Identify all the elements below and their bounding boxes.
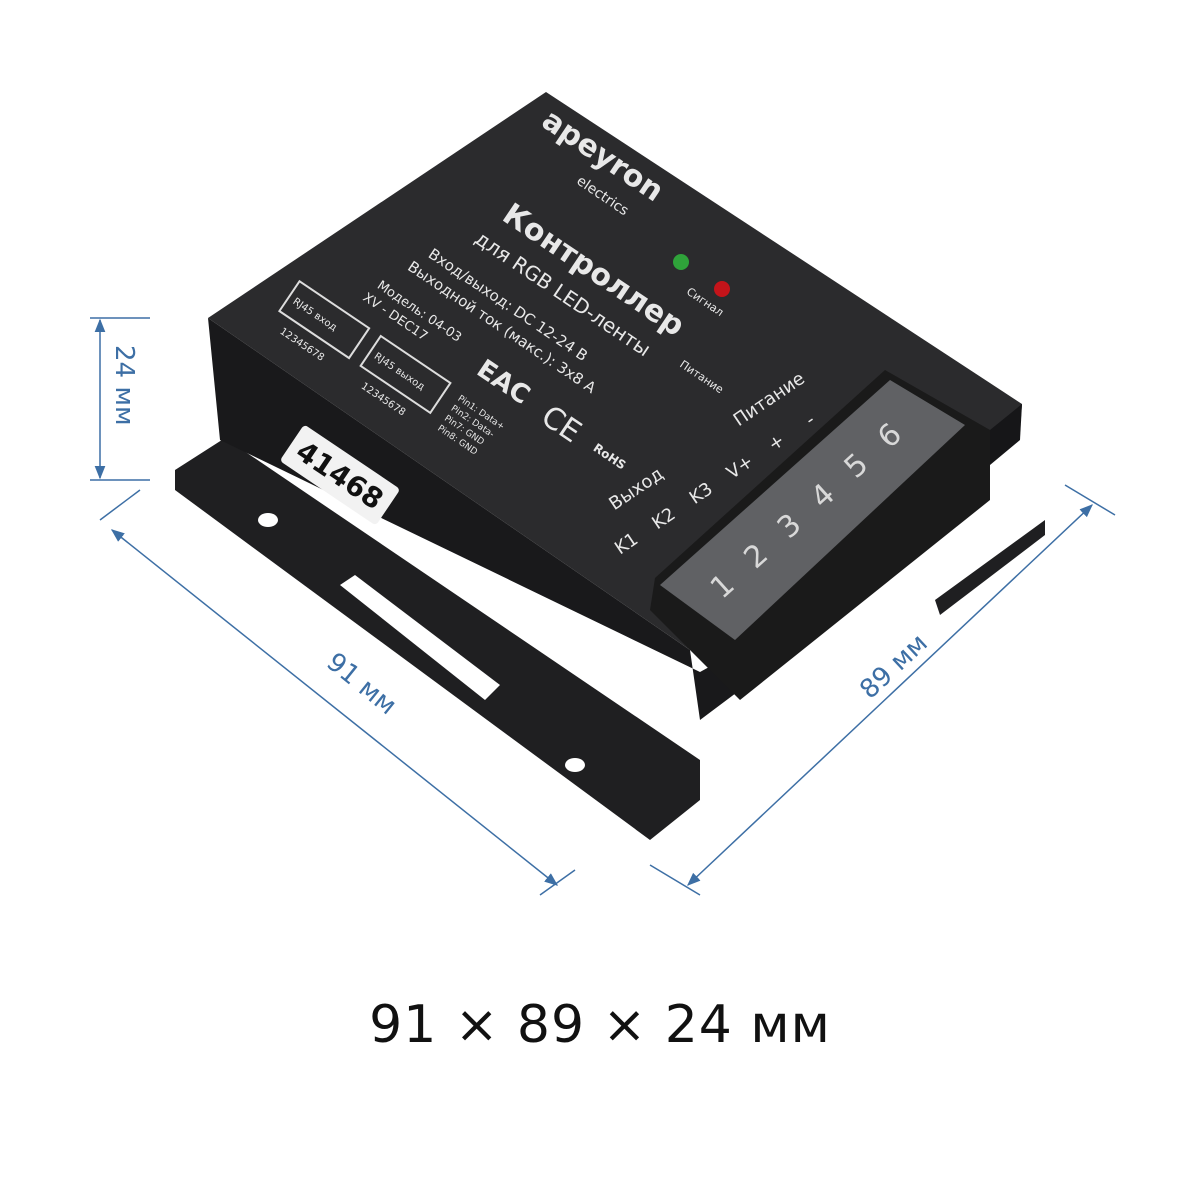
length-dimension-line: [110, 529, 559, 886]
mounting-hole: [258, 513, 278, 527]
rj45-in-diagram: [278, 279, 371, 360]
length-dimension-label: 91 мм: [321, 647, 403, 721]
height-dimension-label: 24 мм: [109, 345, 139, 426]
led-power: [714, 281, 730, 297]
width-dimension-label: 89 мм: [854, 628, 933, 705]
dimensions-summary: 91 × 89 × 24 мм: [369, 995, 831, 1055]
width-dimension-line: [687, 504, 1093, 886]
device-right-side: [990, 404, 1022, 465]
led-signal: [673, 254, 689, 270]
dimension-tick: [99, 489, 141, 521]
rj45-out-diagram: [359, 334, 452, 415]
dimension-tick: [649, 864, 701, 896]
mounting-hole: [565, 758, 585, 772]
dimension-tick: [539, 869, 576, 896]
dimension-tick: [1064, 484, 1116, 516]
serial-label: [281, 425, 399, 525]
device-side: [208, 318, 740, 720]
